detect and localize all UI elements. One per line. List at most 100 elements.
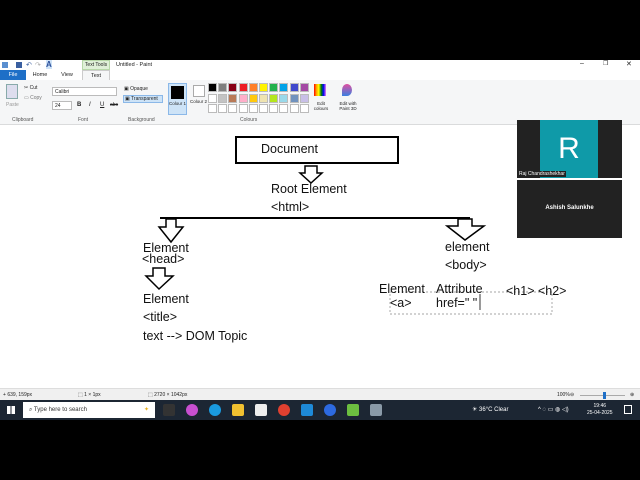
colour-swatch[interactable] — [248, 83, 258, 92]
colour-swatch[interactable] — [228, 104, 238, 113]
body-element-label: element — [445, 240, 490, 254]
paint-app-icon — [2, 62, 8, 68]
store-icon[interactable] — [255, 404, 267, 416]
vscode-icon[interactable] — [301, 404, 313, 416]
maximize-button[interactable]: ❐ — [603, 61, 609, 67]
arrow-down-icon — [157, 218, 185, 244]
notifications-icon[interactable] — [624, 405, 632, 414]
italic-button[interactable]: I — [89, 102, 91, 108]
notepad-icon[interactable] — [347, 404, 359, 416]
opaque-button[interactable]: ▣ Opaque — [124, 86, 148, 92]
colour-swatch[interactable] — [208, 104, 217, 113]
colour-swatch[interactable] — [238, 83, 248, 92]
colour-swatch[interactable] — [248, 104, 258, 113]
colour-swatch[interactable] — [269, 104, 279, 113]
colours-group-label: Colours — [240, 117, 258, 123]
colour1-button[interactable]: Colour 1 — [168, 83, 187, 115]
minimize-button[interactable]: – — [580, 60, 584, 67]
colour-swatch[interactable] — [299, 83, 309, 92]
colour-swatch[interactable] — [259, 93, 268, 103]
close-button[interactable]: ✕ — [626, 61, 632, 68]
text-tool-icon[interactable]: A — [46, 60, 52, 69]
colour-swatch[interactable] — [269, 93, 279, 103]
title-bar: ↶ ↷ A Text Tools Untitled - Paint – ❐ ✕ — [0, 60, 640, 70]
paste-button[interactable]: Paste — [6, 102, 19, 108]
colour-swatch[interactable] — [248, 93, 258, 103]
zoom-slider-thumb[interactable] — [603, 392, 606, 399]
zoom-slider[interactable] — [580, 395, 625, 396]
video-tile-raj[interactable]: R Raj Chandrashekhar — [517, 120, 622, 178]
colour-swatch[interactable] — [289, 104, 299, 113]
ribbon: Paste ✂ Cut ▭ Copy Clipboard Calibri 24 … — [0, 80, 640, 125]
colour-swatch[interactable] — [238, 104, 248, 113]
colour-swatch[interactable] — [279, 93, 289, 103]
chrome-icon[interactable] — [278, 404, 290, 416]
colour2-button[interactable]: Colour 2 — [189, 83, 208, 115]
colour-swatch[interactable] — [228, 83, 238, 92]
heading-tags-text: <h1> <h2> — [506, 284, 567, 298]
text-selection-box — [389, 291, 553, 315]
video-tile-ashish[interactable]: Ashish Salunkhe — [517, 180, 622, 238]
title-tag-text: <title> — [143, 310, 178, 324]
colour-swatch[interactable] — [228, 93, 238, 103]
underline-button[interactable]: U — [100, 102, 105, 108]
colour-swatch[interactable] — [218, 83, 228, 92]
undo-icon[interactable]: ↶ — [26, 62, 32, 69]
paste-icon[interactable] — [6, 84, 18, 99]
colour-swatch[interactable] — [279, 104, 289, 113]
file-explorer-icon[interactable] — [232, 404, 244, 416]
colour-swatch[interactable] — [299, 104, 309, 113]
task-view-icon[interactable] — [163, 404, 175, 416]
transparent-button[interactable]: ▣ Transparent — [123, 95, 163, 103]
weather-widget[interactable]: ☀ 36°C Clear — [472, 407, 509, 413]
colour-swatch[interactable] — [238, 93, 248, 103]
tab-home[interactable]: Home — [32, 72, 48, 78]
font-size-select[interactable]: 24 — [52, 101, 72, 110]
cut-button[interactable]: ✂ Cut — [24, 85, 38, 91]
colour-swatch[interactable] — [269, 83, 279, 92]
paint3d-icon[interactable] — [342, 84, 352, 96]
colour-swatch[interactable] — [208, 93, 217, 103]
zoom-icon[interactable] — [324, 404, 336, 416]
copy-label: Copy — [30, 95, 42, 101]
background-group-label: Background — [128, 117, 155, 123]
windows-start-icon[interactable] — [7, 406, 15, 414]
colour-swatch[interactable] — [289, 93, 299, 103]
colour-swatch[interactable] — [218, 93, 228, 103]
colour-swatch[interactable] — [208, 83, 217, 92]
document-text: Document — [261, 142, 318, 156]
colour-swatch[interactable] — [279, 83, 289, 92]
zoom-out-button[interactable]: ⊖ — [570, 392, 575, 398]
copy-button[interactable]: ▭ Copy — [24, 95, 42, 101]
opaque-label: Opaque — [130, 86, 148, 92]
copilot-icon[interactable] — [186, 404, 198, 416]
participant-avatar: R — [540, 120, 598, 178]
arrow-down-icon — [144, 267, 175, 291]
colour-swatch[interactable] — [259, 104, 268, 113]
tab-file[interactable]: File — [0, 70, 26, 80]
head-tag-text: <head> — [142, 252, 185, 266]
tab-text[interactable]: Text — [82, 70, 110, 80]
colour-swatch[interactable] — [259, 83, 268, 92]
redo-icon[interactable]: ↷ — [35, 62, 41, 69]
colour-swatch[interactable] — [299, 93, 309, 103]
system-tray-icons[interactable]: ^ ◌ ▭ ◍ ◁) — [538, 407, 569, 413]
save-icon[interactable] — [16, 62, 22, 68]
colour-swatch[interactable] — [289, 83, 299, 92]
edge-icon[interactable] — [209, 404, 221, 416]
bold-button[interactable]: B — [77, 102, 82, 108]
edit-colours-icon[interactable] — [314, 84, 326, 96]
font-group-label: Font — [78, 117, 89, 123]
edit-with-paint3d-button[interactable]: Edit with Paint 3D — [339, 101, 357, 111]
font-family-select[interactable]: Calibri — [52, 87, 117, 96]
edit-colours-button[interactable]: Edit colours — [313, 101, 329, 111]
tab-view[interactable]: View — [61, 72, 73, 78]
taskbar-search-box[interactable]: ⌕ Type here to search✦ — [23, 402, 155, 418]
zoom-in-button[interactable]: ⊕ — [630, 392, 635, 398]
paint-icon[interactable] — [370, 404, 382, 416]
document-box — [235, 136, 399, 164]
colour-swatch[interactable] — [218, 104, 228, 113]
strikethrough-button[interactable]: abc — [110, 102, 119, 108]
colour2-label: Colour 2 — [189, 99, 207, 104]
